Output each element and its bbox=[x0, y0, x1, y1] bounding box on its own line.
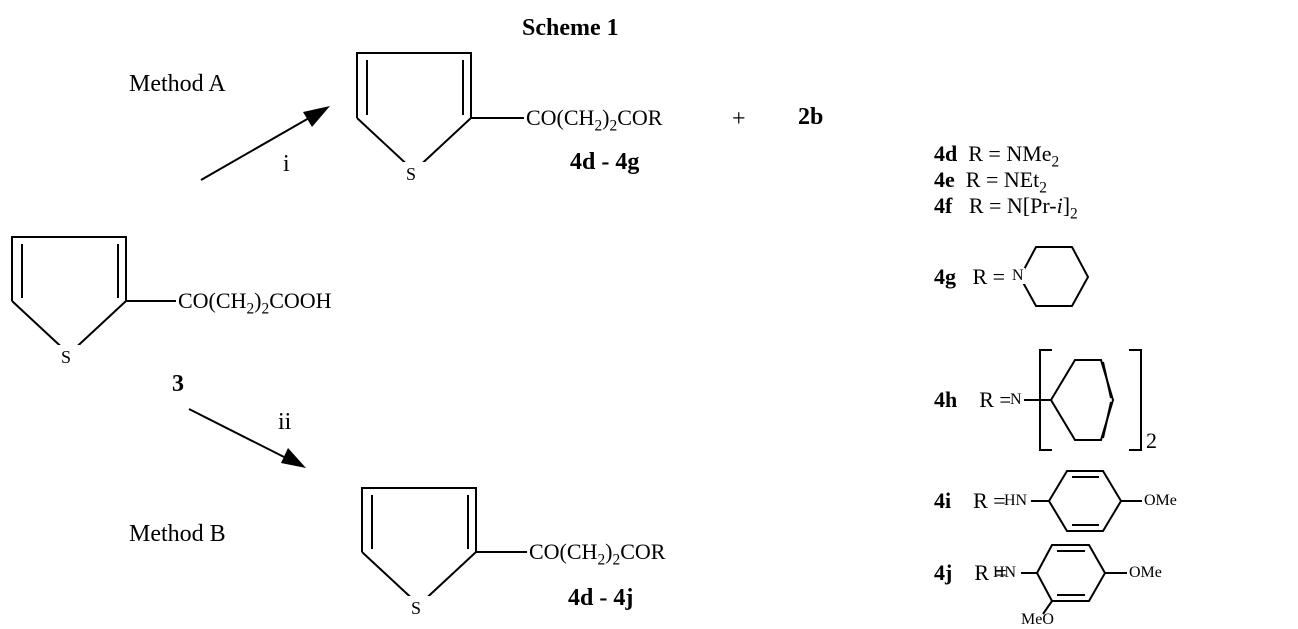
piperidine-ring-4g bbox=[1018, 246, 1090, 307]
heteroatom-s-3: S bbox=[61, 347, 72, 367]
compound-label-3: 3 bbox=[172, 371, 184, 397]
legend-entry-4h: 4h R = bbox=[934, 387, 1012, 412]
legend-entry-4d: 4d R = NMe2 bbox=[934, 141, 1060, 171]
substituent-product-b: CO(CH2)2COR bbox=[529, 539, 666, 569]
amine-hn-4j: HN bbox=[993, 564, 1017, 581]
legend-entry-4f: 4f R = N[Pr-i]2 bbox=[934, 193, 1078, 223]
nitrogen-atom-4g: N bbox=[1011, 267, 1025, 284]
legend-entry-4j: 4j R = bbox=[934, 560, 1007, 585]
methoxy-group-4i: OMe bbox=[1144, 492, 1177, 509]
arrow-method-b bbox=[188, 408, 306, 468]
methoxy-group-ortho-4j: MeO bbox=[1021, 611, 1054, 628]
legend-entry-4i: 4i R = bbox=[934, 488, 1006, 513]
step-ii-label: ii bbox=[278, 409, 292, 435]
legend-entry-4g: 4g R = bbox=[934, 264, 1006, 289]
methoxyphenyl-group-4i bbox=[1031, 470, 1142, 532]
subscript-2-4h: 2 bbox=[1146, 428, 1157, 453]
method-a-label: Method A bbox=[129, 71, 226, 97]
step-i-label: i bbox=[283, 151, 290, 177]
compound-label-4d-4j: 4d - 4j bbox=[568, 585, 634, 611]
scheme-title: Scheme 1 bbox=[522, 15, 619, 41]
cyclohexyl-group-4h bbox=[1024, 349, 1142, 451]
nitrogen-atom-4h: N bbox=[1010, 391, 1022, 408]
compound-label-4d-4g: 4d - 4g bbox=[570, 149, 640, 175]
dimethoxyphenyl-group-4j bbox=[1021, 544, 1127, 615]
thiophene-ring-3 bbox=[11, 236, 176, 367]
arrow-method-a bbox=[200, 106, 330, 181]
substituent-product-a: CO(CH2)2COR bbox=[526, 105, 663, 135]
thiophene-ring-product-a bbox=[356, 52, 524, 184]
heteroatom-s-product-b: S bbox=[411, 598, 422, 618]
methoxy-group-4j: OMe bbox=[1129, 564, 1162, 581]
amine-hn-4i: HN bbox=[1004, 492, 1028, 509]
plus-sign: + bbox=[732, 106, 746, 132]
legend-entry-4e: 4e R = NEt2 bbox=[934, 167, 1047, 197]
method-b-label: Method B bbox=[129, 521, 226, 547]
byproduct-label-2b: 2b bbox=[798, 104, 824, 130]
thiophene-ring-product-b bbox=[361, 487, 527, 618]
heteroatom-s-product-a: S bbox=[406, 164, 417, 184]
substituent-3: CO(CH2)2COOH bbox=[178, 288, 332, 318]
